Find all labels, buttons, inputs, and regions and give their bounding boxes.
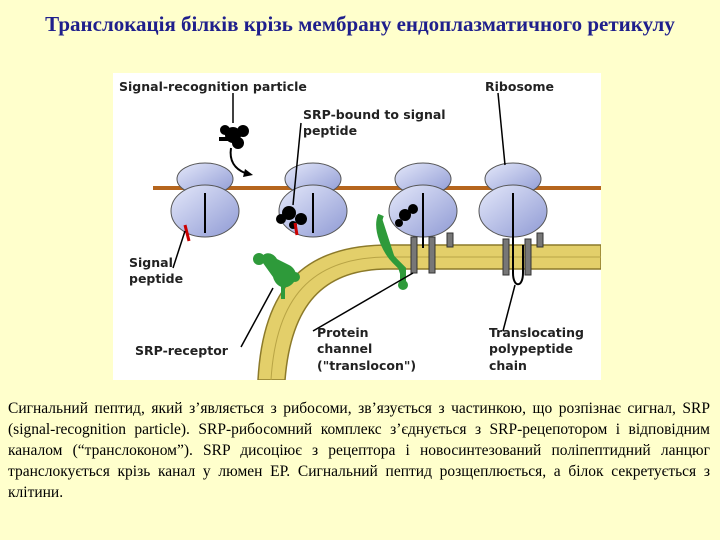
label-transloc-2: polypeptide <box>489 341 573 356</box>
bound-srp-icon-2 <box>395 204 418 227</box>
free-srp-icon <box>219 125 249 149</box>
diagram-canvas: Signal-recognition particle Ribosome SRP… <box>119 79 601 380</box>
translocon-channel-3 <box>410 232 454 274</box>
srp-arrow <box>229 147 246 174</box>
figure-caption: Сигнальний пептид, який з’являється з ри… <box>8 400 710 501</box>
ribosome-2 <box>276 162 348 238</box>
label-srp-bound-1: SRP-bound to signal <box>303 107 446 122</box>
er-membrane <box>257 244 601 380</box>
page-title: Транслокація білків крізь мембрану ендоп… <box>45 12 675 36</box>
label-signal-recognition-particle: Signal-recognition particle <box>119 79 307 94</box>
label-signal-1: Signal <box>129 255 173 270</box>
ribosome-4 <box>478 162 548 286</box>
label-ribosome: Ribosome <box>485 79 554 94</box>
label-channel-1: Protein <box>317 325 369 340</box>
label-signal-2: peptide <box>129 271 183 286</box>
leader-lines <box>172 92 516 348</box>
label-channel-3: ("translocon") <box>317 358 416 373</box>
signal-peptide-1 <box>183 224 191 242</box>
srp-translocation-diagram: Signal-recognition particle Ribosome SRP… <box>113 73 601 380</box>
label-transloc-3: chain <box>489 358 527 373</box>
srp-receptor-icon <box>253 253 300 299</box>
label-srp-receptor: SRP-receptor <box>135 343 229 358</box>
ribosome-3 <box>376 162 458 290</box>
ribosome-1 <box>170 162 240 242</box>
er-membrane-inner-line <box>270 256 601 380</box>
label-srp-bound-2: peptide <box>303 123 357 138</box>
label-channel-2: channel <box>317 341 372 356</box>
translocon-channel-4 <box>502 232 544 276</box>
label-transloc-1: Translocating <box>489 325 584 340</box>
